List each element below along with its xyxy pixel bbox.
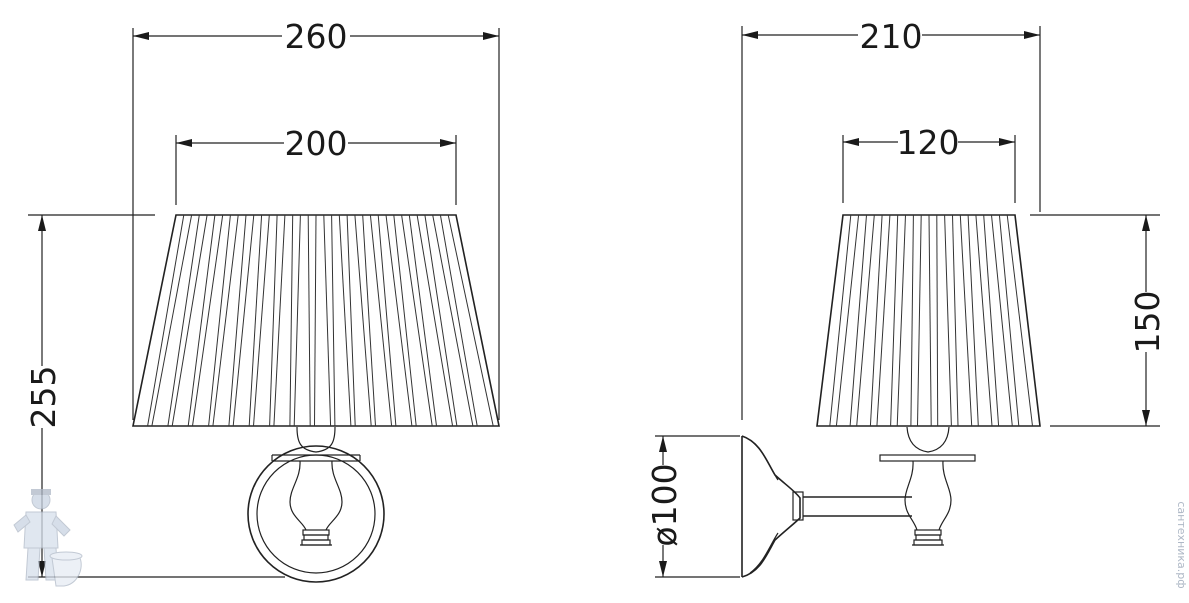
socket-side	[879, 426, 976, 546]
shade-pleat-line	[377, 214, 397, 427]
shade-pleat-line	[432, 214, 474, 427]
shade-pleat-line	[975, 214, 993, 427]
shade-pleat-line	[991, 214, 1013, 427]
shade-pleat-line	[983, 214, 1000, 427]
dimension-front-total-width: 260	[133, 17, 499, 56]
dimension-label: 210	[860, 17, 923, 56]
shade-pleat-line	[936, 214, 939, 427]
lamp-shade-front	[132, 214, 500, 427]
side-view: 210 120 150 ø100	[645, 17, 1167, 578]
shade-pleat-line	[354, 214, 372, 427]
shade-pleat-line	[1006, 214, 1033, 427]
shade-pleat-line	[869, 214, 883, 427]
shade-pleat-line	[289, 214, 294, 427]
shade-pleat-line	[147, 214, 185, 427]
shade-pleat-line	[998, 214, 1020, 427]
wall-plate-front	[247, 426, 385, 583]
shade-pleat-line	[338, 214, 352, 427]
plumber-mascot-icon	[13, 489, 83, 587]
shade-pleat-line	[253, 214, 270, 427]
shade-pleat-line	[232, 214, 255, 427]
dimension-label: 200	[285, 124, 348, 163]
shade-pleat-line	[393, 214, 417, 427]
shade-pleat-line	[856, 214, 875, 427]
dimension-label: 255	[24, 366, 63, 429]
shade-pleat-line	[208, 214, 231, 427]
shade-pleat-line	[944, 214, 952, 427]
shade-pleat-line	[212, 214, 239, 427]
shade-pleat-line	[187, 214, 216, 427]
shade-pleat-line	[171, 214, 208, 427]
shade-pleat-line	[369, 214, 393, 427]
dimension-label: 150	[1128, 291, 1167, 354]
shade-pleat-line	[167, 214, 200, 427]
shade-pleat-line	[896, 214, 906, 427]
shade-pleat-line	[439, 214, 478, 427]
watermark-text: сантехника.рф	[1175, 501, 1188, 588]
dimension-front-shade-top-width: 200	[176, 124, 456, 163]
shade-pleat-line	[416, 214, 454, 427]
shade-pleat-line	[952, 214, 959, 427]
dimension-backplate-diameter: ø100	[645, 436, 684, 577]
shade-pleat-line	[829, 214, 852, 427]
shade-pleat-line	[248, 214, 263, 427]
shade-pleat-line	[269, 214, 278, 427]
shade-pleat-line	[385, 214, 413, 427]
shade-pleat-line	[835, 214, 860, 427]
shade-pleat-line	[228, 214, 247, 427]
shade-pleat-line	[401, 214, 433, 427]
dimension-side-total-depth: 210	[742, 17, 1040, 56]
shade-pleat-line	[323, 214, 332, 427]
shade-pleat-line	[408, 214, 437, 427]
shade-pleat-line	[331, 214, 336, 427]
wall-plate-side	[741, 435, 912, 578]
shade-pleat-line	[192, 214, 224, 427]
shade-pleat-line	[917, 214, 922, 427]
shade-pleat-line	[293, 214, 301, 427]
shade-pleat-line	[314, 214, 317, 427]
shade-pleat-line	[346, 214, 356, 427]
shade-pleat-line	[362, 214, 376, 427]
shade-pleat-line	[307, 214, 311, 427]
shade-pleat-line	[959, 214, 973, 427]
shade-pleat-line	[910, 214, 914, 427]
shade-pleat-line	[424, 214, 458, 427]
shade-pleat-line	[151, 214, 193, 427]
shade-pleat-line	[273, 214, 286, 427]
dimension-label: 120	[897, 123, 960, 162]
shade-pleat-line	[890, 214, 899, 427]
shade-pleat-line	[928, 214, 932, 427]
shade-pleat-line	[849, 214, 867, 427]
shade-pleat-line	[876, 214, 891, 427]
dimension-label: ø100	[645, 463, 684, 546]
front-view: 260 200 255	[24, 17, 500, 583]
shade-pleat-line	[967, 214, 979, 427]
dimension-side-shade-height: 150	[1128, 215, 1167, 426]
dimension-side-shade-top-width: 120	[843, 123, 1015, 162]
shade-pleat-line	[447, 214, 494, 427]
lamp-shade-side	[816, 214, 1041, 427]
dimension-front-total-height: 255	[24, 215, 63, 577]
dimension-label: 260	[285, 17, 348, 56]
